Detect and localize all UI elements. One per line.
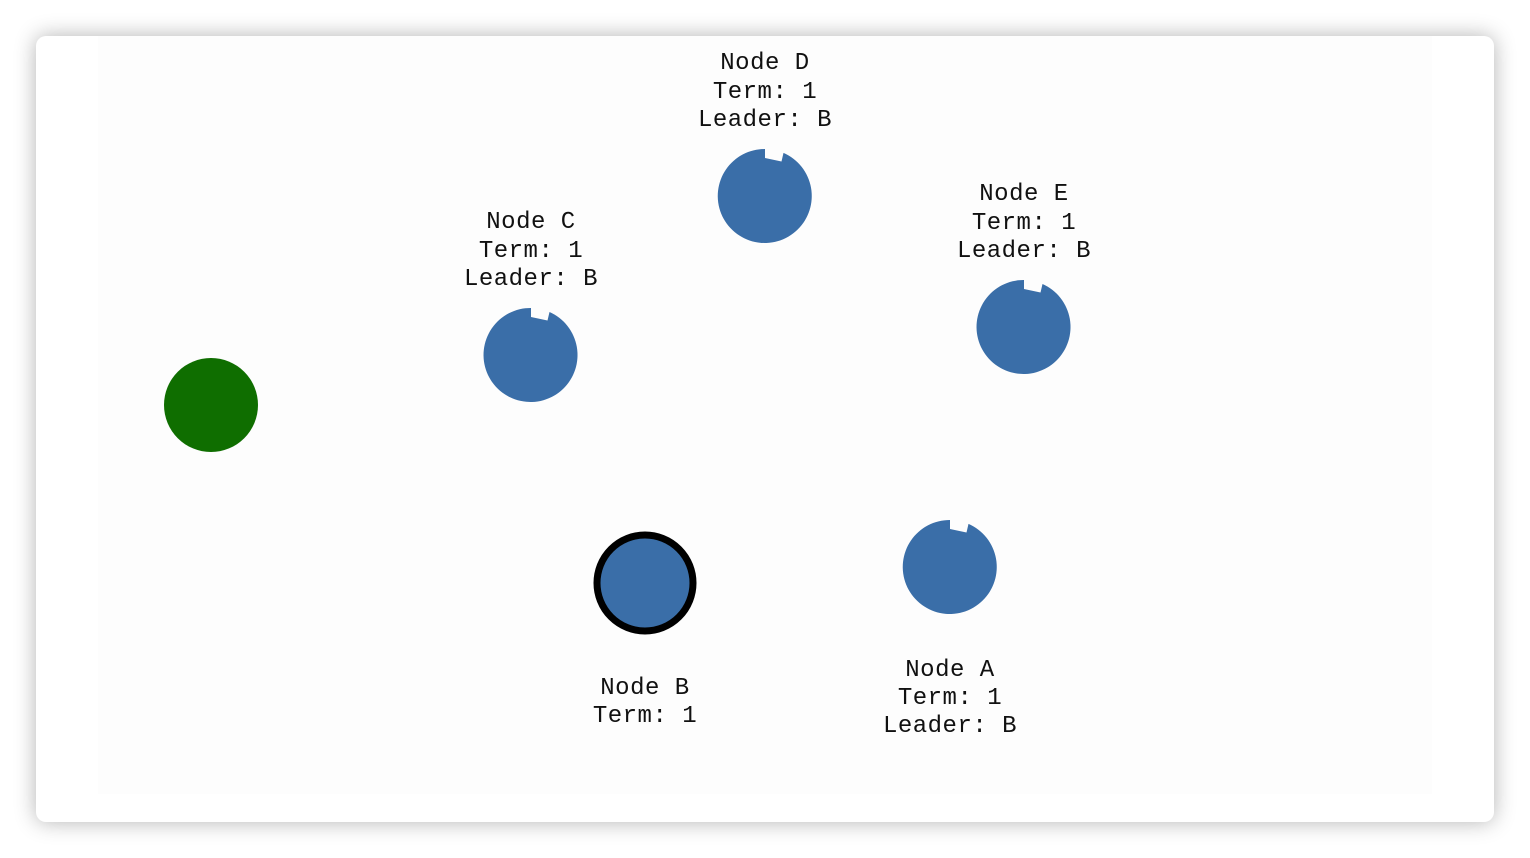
node-b-term: Term: 1 xyxy=(593,703,697,730)
node-b-circle[interactable] xyxy=(593,531,697,635)
node-c-term: Term: 1 xyxy=(479,238,583,265)
node-b[interactable]: Node B Term: 1 xyxy=(593,531,697,730)
node-e-leader: Leader: B xyxy=(957,238,1091,265)
node-a[interactable]: Node A Term: 1 Leader: B xyxy=(883,519,1017,740)
node-e-circle[interactable] xyxy=(976,279,1071,374)
node-d-leader: Leader: B xyxy=(698,107,832,134)
node-e-name: Node E xyxy=(979,181,1068,208)
node-d-term: Term: 1 xyxy=(713,79,817,106)
node-a-leader: Leader: B xyxy=(883,713,1017,740)
node-e[interactable]: Node E Term: 1 Leader: B xyxy=(957,181,1091,374)
node-d-circle[interactable] xyxy=(717,148,812,243)
node-d[interactable]: Node D Term: 1 Leader: B xyxy=(698,50,832,243)
node-c-leader: Leader: B xyxy=(464,266,598,293)
node-c-circle[interactable] xyxy=(483,307,578,402)
node-d-name: Node D xyxy=(720,50,809,77)
client-node[interactable] xyxy=(164,358,258,452)
node-a-name: Node A xyxy=(905,657,995,684)
node-a-term: Term: 1 xyxy=(898,685,1002,712)
node-a-circle[interactable] xyxy=(902,519,997,614)
node-b-name: Node B xyxy=(600,675,689,702)
node-c[interactable]: Node C Term: 1 Leader: B xyxy=(464,209,598,402)
node-e-term: Term: 1 xyxy=(972,210,1076,237)
node-c-name: Node C xyxy=(486,209,575,236)
